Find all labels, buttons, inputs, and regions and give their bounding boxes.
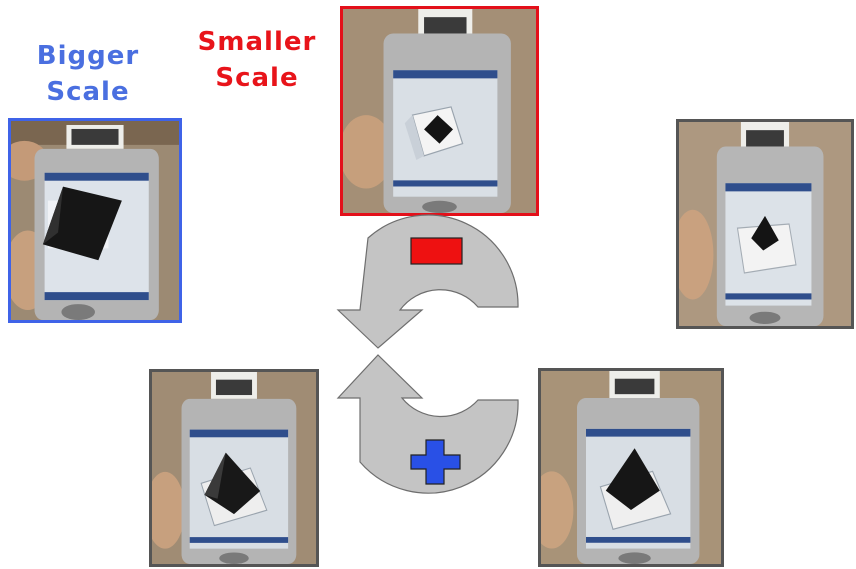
smaller-scale-label-line2: Scale	[215, 63, 299, 93]
smaller-scale-label: Smaller Scale	[182, 24, 332, 96]
photo-bigger-scale	[8, 118, 182, 323]
pda-ar-image-bottom-left	[152, 372, 316, 564]
photo-bottom-right	[538, 368, 724, 567]
pda-ar-image-bottom-right	[541, 371, 721, 564]
bigger-scale-label: Bigger Scale	[18, 38, 158, 110]
bigger-scale-label-line2: Scale	[46, 77, 130, 107]
photo-bottom-left	[149, 369, 319, 567]
decrease-arrow	[336, 214, 519, 349]
plus-sign-icon	[410, 439, 461, 485]
minus-sign-icon	[410, 237, 463, 265]
pda-ar-image-right	[679, 122, 851, 326]
increase-arrow	[336, 354, 519, 494]
pda-ar-image-large	[11, 121, 179, 320]
bigger-scale-label-line1: Bigger	[36, 41, 140, 71]
pda-ar-image-small	[343, 9, 536, 213]
photo-smaller-scale	[340, 6, 539, 216]
photo-right	[676, 119, 854, 329]
smaller-scale-label-line1: Smaller	[197, 27, 317, 57]
